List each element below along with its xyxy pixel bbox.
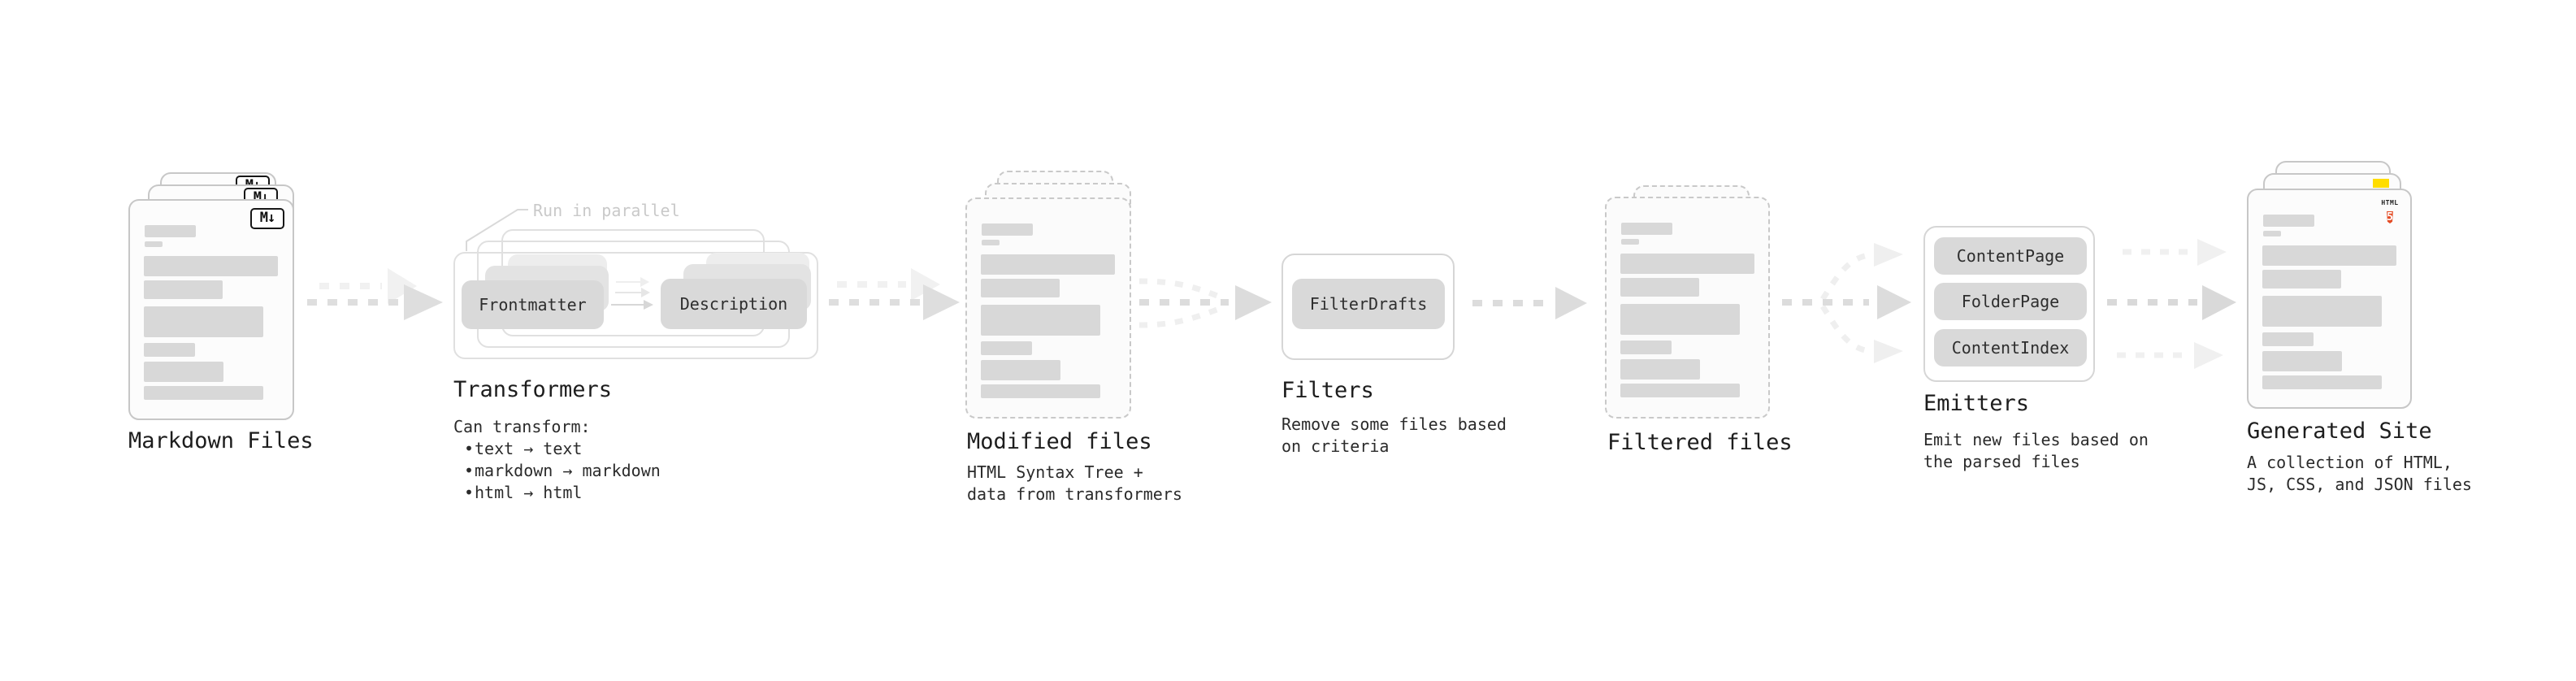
arrow-markdown-to-transformers (307, 284, 443, 320)
content-bar (2262, 332, 2314, 346)
content-bar (1620, 304, 1740, 335)
arrow-transformers-to-modified-ghost (837, 268, 940, 301)
content-bar (981, 341, 1032, 355)
bullet: • (463, 483, 475, 502)
content-bar (981, 279, 1060, 297)
markdown-icon: M↓ (250, 208, 284, 229)
pill-arrows (611, 277, 653, 310)
content-bar (1620, 359, 1700, 380)
content-bar (145, 225, 196, 237)
filtered-file (1605, 197, 1770, 419)
transformers-title: Transformers (453, 377, 613, 402)
list-item-text: markdown → markdown (475, 461, 661, 480)
folderpage-pill: FolderPage (1934, 283, 2087, 320)
frontmatter-pill-label: Frontmatter (479, 295, 587, 314)
content-bar (1621, 239, 1639, 245)
content-bar (145, 241, 163, 247)
content-bar (144, 280, 223, 299)
arrow-filtered-to-emitters (1782, 243, 1911, 363)
content-bar (2262, 351, 2342, 371)
bullet: • (463, 439, 475, 458)
contentindex-pill-label: ContentIndex (1951, 338, 2070, 358)
html5-icon-shield: 5 (2387, 211, 2393, 223)
content-bar (2262, 245, 2396, 266)
generated-site-title: Generated Site (2247, 419, 2432, 444)
content-bar (981, 254, 1115, 275)
list-item-text: html → html (475, 483, 583, 502)
content-bar (1620, 278, 1699, 297)
bullet: • (463, 461, 475, 480)
folderpage-pill-label: FolderPage (1961, 292, 2060, 311)
contentpage-pill-label: ContentPage (1956, 246, 2065, 266)
description-pill: Description (661, 279, 807, 329)
content-bar (981, 360, 1060, 380)
content-bar (2262, 375, 2382, 389)
list-item: • markdown → markdown (453, 460, 661, 482)
markdown-file: M↓ (128, 199, 294, 420)
content-bar (2262, 296, 2382, 327)
frontmatter-pill: Frontmatter (462, 280, 604, 329)
html5-icon: HTML 5 (2379, 193, 2401, 226)
filterdrafts-pill-label: FilterDrafts (1309, 294, 1428, 314)
modified-files-description: HTML Syntax Tree + data from transformer… (967, 462, 1182, 504)
list-item: • html → html (453, 482, 661, 504)
generated-file: HTML 5 (2247, 189, 2412, 409)
content-bar (2263, 215, 2314, 227)
content-bar (1620, 384, 1740, 397)
arrow-emitters-to-generated (2107, 239, 2236, 369)
arrow-markdown-to-transformers-ghost (319, 268, 417, 304)
list-item: • text → text (453, 438, 661, 460)
generated-site-description: A collection of HTML, JS, CSS, and JSON … (2247, 453, 2472, 494)
modified-files-title: Modified files (967, 429, 1152, 454)
description-pill-label: Description (679, 294, 788, 314)
content-bar (144, 343, 195, 357)
filters-title: Filters (1281, 378, 1374, 403)
content-bar (1620, 254, 1754, 274)
list-item-text: text → text (475, 439, 583, 458)
content-bar (144, 256, 278, 276)
js-icon (2373, 179, 2389, 188)
markdown-files-title: Markdown Files (128, 428, 314, 453)
content-bar (982, 240, 1000, 245)
emitters-description: Emit new files based on the parsed files (1923, 430, 2149, 471)
content-bar (981, 384, 1100, 398)
content-bar (2263, 231, 2281, 236)
content-bar (1621, 223, 1672, 235)
run-in-parallel-note: Run in parallel (533, 201, 680, 220)
content-bar (144, 362, 223, 382)
contentindex-pill: ContentIndex (1934, 329, 2087, 367)
filtered-files-title: Filtered files (1607, 430, 1793, 455)
html5-icon-label: HTML (2381, 199, 2399, 206)
content-bar (2262, 270, 2341, 288)
arrow-filters-to-filtered (1472, 287, 1587, 319)
transformer-box-front (453, 252, 818, 359)
transformers-description: Can transform: • text → text • markdown … (453, 416, 661, 504)
emitters-title: Emitters (1923, 391, 2030, 416)
content-bar (144, 386, 263, 400)
content-bar (144, 306, 263, 337)
note-leader-line (466, 209, 528, 251)
filters-description: Remove some files based on criteria (1281, 414, 1507, 456)
content-bar (982, 223, 1033, 236)
arrow-modified-to-filters (1138, 278, 1272, 328)
contentpage-pill: ContentPage (1934, 237, 2087, 275)
filterdrafts-pill: FilterDrafts (1292, 279, 1445, 329)
modified-file (965, 197, 1131, 419)
arrow-transformers-to-modified (829, 284, 960, 320)
content-bar (1620, 340, 1672, 354)
content-bar (981, 305, 1100, 336)
can-transform-heading: Can transform: (453, 417, 591, 436)
